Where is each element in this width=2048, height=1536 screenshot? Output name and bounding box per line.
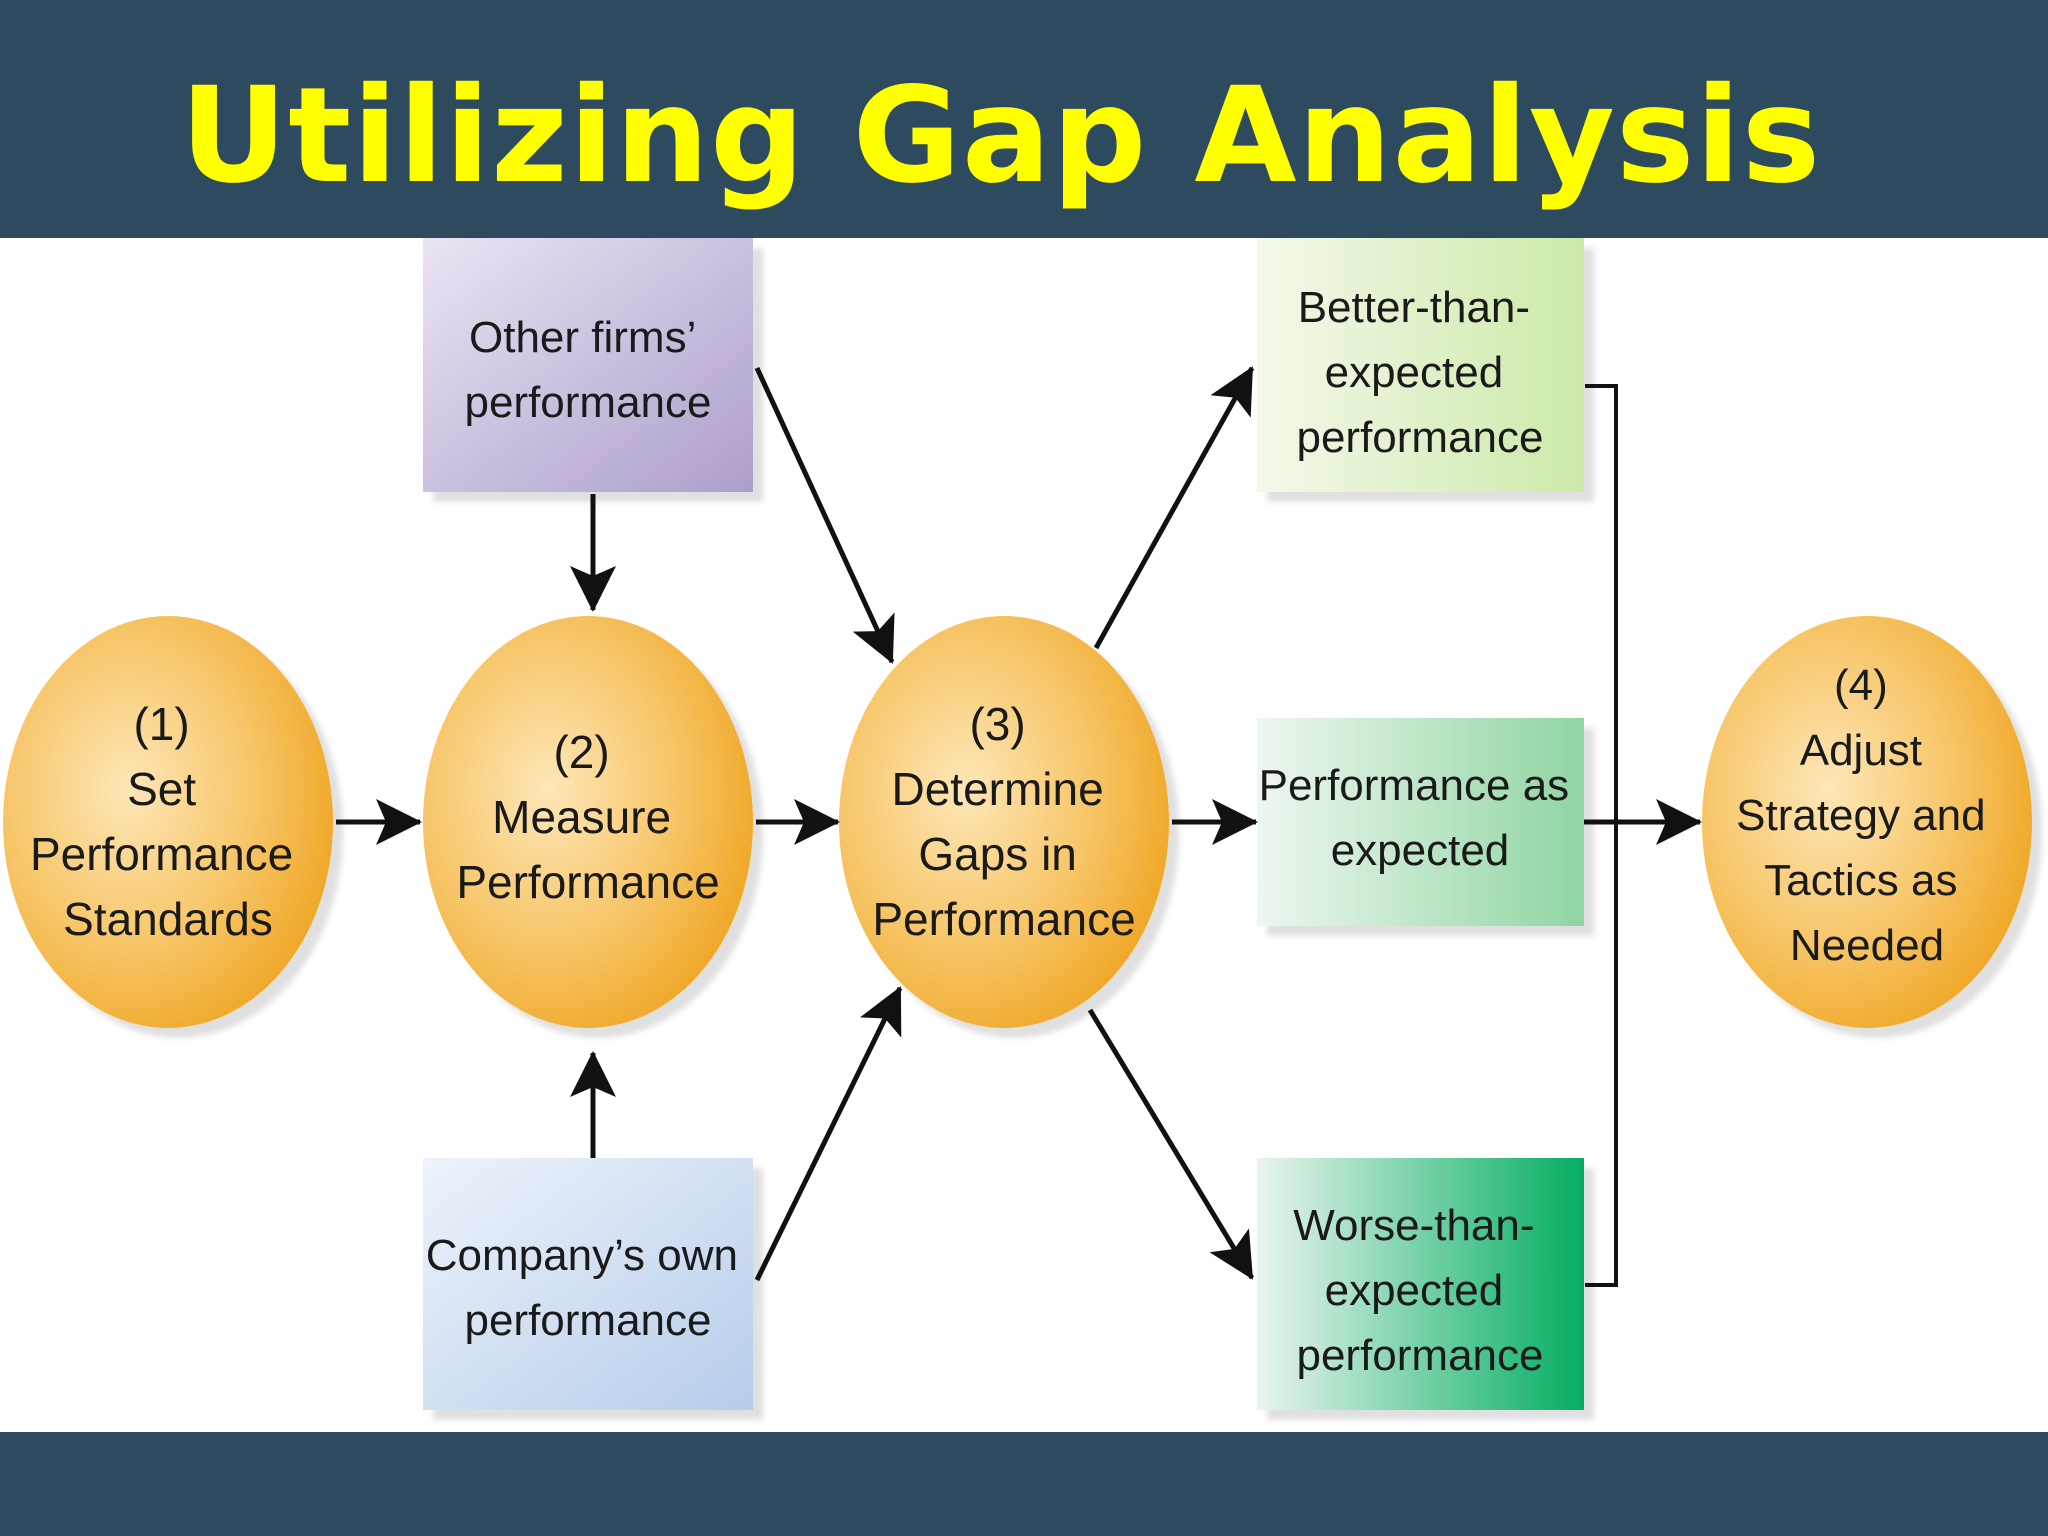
step-2-line-2: Measure bbox=[492, 791, 671, 843]
step-4-label: (4) Adjust Strategy and Tactics as Neede… bbox=[1736, 661, 1998, 970]
footer-bar bbox=[0, 1432, 2048, 1536]
step-3-line-3: Gaps in bbox=[918, 828, 1077, 880]
step-1-line-3: Performance bbox=[30, 828, 293, 880]
step-1-circle bbox=[3, 616, 333, 1028]
step-4-line-3: Strategy and bbox=[1736, 791, 1986, 840]
worse-than-expected-box bbox=[1257, 1158, 1584, 1410]
step-3-line-4: Performance bbox=[872, 893, 1135, 945]
step-1-line-1: (1) bbox=[133, 698, 189, 750]
worse-label: Worse-than- expected performance bbox=[1293, 1201, 1547, 1380]
arrow-3-to-better bbox=[1093, 366, 1255, 650]
other-firms-line-2: performance bbox=[464, 378, 711, 427]
better-line-1: Better-than- bbox=[1298, 283, 1530, 332]
company-own-line-1: Company’s own bbox=[426, 1231, 738, 1280]
step-3-circle bbox=[839, 616, 1169, 1028]
step-2-line-3: Performance bbox=[456, 856, 719, 908]
step-4-line-5: Needed bbox=[1790, 921, 1944, 970]
step-4-circle bbox=[1702, 616, 2032, 1028]
as-expected-line-1: Performance as bbox=[1259, 761, 1570, 810]
bracket-outcomes bbox=[1585, 384, 1618, 1287]
other-firms-label: Other firms’ performance bbox=[464, 313, 711, 427]
better-label: Better-than- expected performance bbox=[1296, 283, 1543, 462]
company-own-line-2: performance bbox=[464, 1296, 711, 1345]
step-3-line-1: (3) bbox=[969, 698, 1025, 750]
arrow-3-to-worse bbox=[1087, 1008, 1255, 1280]
step-3-line-2: Determine bbox=[892, 763, 1104, 815]
arrow-other-firms-to-3 bbox=[754, 366, 895, 664]
better-line-2: expected bbox=[1325, 348, 1504, 397]
other-firms-box bbox=[423, 238, 753, 492]
step-3-label: (3) Determine Gaps in Performance bbox=[872, 698, 1135, 945]
better-than-expected-box bbox=[1257, 238, 1584, 492]
step-1-label: (1) Set Performance Standards bbox=[30, 698, 306, 945]
step-2-line-1: (2) bbox=[553, 726, 609, 778]
company-own-box bbox=[423, 1158, 753, 1410]
step-4-line-4: Tactics as bbox=[1764, 856, 1957, 905]
other-firms-line-1: Other firms’ bbox=[469, 313, 695, 362]
step-2-circle bbox=[423, 616, 753, 1028]
as-expected-line-2: expected bbox=[1331, 826, 1510, 875]
step-2-label: (2) Measure Performance bbox=[456, 726, 719, 908]
step-1-line-2: Set bbox=[127, 763, 196, 815]
step-4-line-2: Adjust bbox=[1800, 726, 1922, 775]
step-1-line-4: Standards bbox=[63, 893, 273, 945]
company-own-label: Company’s own performance bbox=[426, 1231, 750, 1345]
worse-line-2: expected bbox=[1325, 1266, 1504, 1315]
header-bar bbox=[0, 0, 2048, 238]
step-4-line-1: (4) bbox=[1834, 661, 1888, 710]
worse-line-3: performance bbox=[1296, 1331, 1543, 1380]
arrow-company-own-to-3 bbox=[754, 986, 903, 1282]
as-expected-box bbox=[1257, 718, 1584, 926]
slide-title: Utilizing Gap Analysis bbox=[180, 59, 1822, 213]
worse-line-1: Worse-than- bbox=[1293, 1201, 1534, 1250]
better-line-3: performance bbox=[1296, 413, 1543, 462]
as-expected-label: Performance as expected bbox=[1259, 761, 1582, 875]
